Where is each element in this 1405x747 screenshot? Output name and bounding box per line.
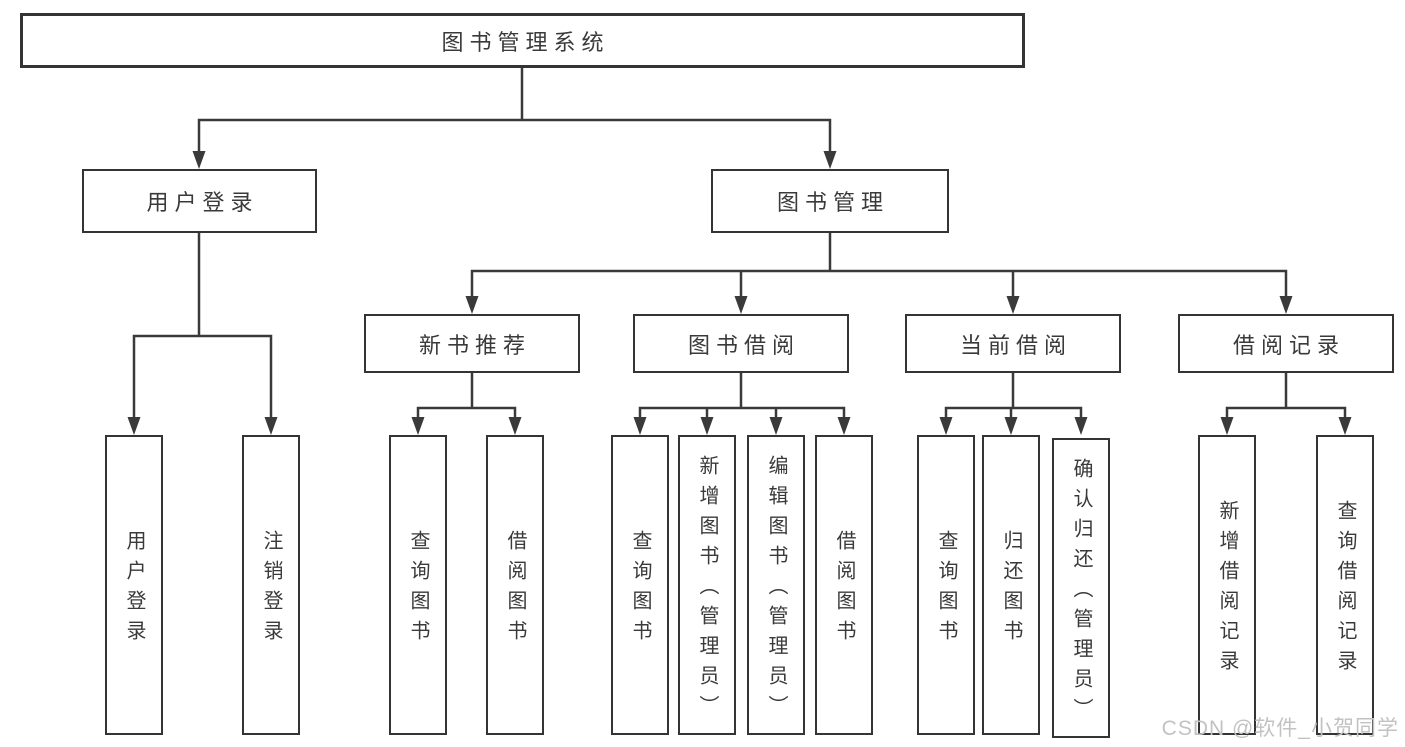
node-current-borrow-label: 当前借阅 [959,332,1072,358]
leaf-confirm-return-admin: 确认归还（管理员） [1052,438,1110,738]
leaf-query-book-borrow-label: 查询图书 [629,530,651,650]
leaf-query-book-current-label: 查询图书 [935,530,957,650]
leaf-logout: 注销登录 [242,435,300,735]
node-borrow-records-label: 借阅记录 [1232,332,1345,358]
node-new-book-recommend: 新书推荐 [364,314,580,373]
leaf-add-book-admin: 新增图书（管理员） [678,435,736,735]
leaf-query-book-borrow: 查询图书 [611,435,669,735]
leaf-logout-label: 注销登录 [260,530,282,650]
watermark-text: CSDN @软件_小贺同学 [1161,717,1399,740]
leaf-query-borrow-record-label: 查询借阅记录 [1334,500,1356,680]
leaf-edit-book-admin-label: 编辑图书（管理员） [765,455,787,725]
connector-currentborrow-to-leaves [944,371,1083,420]
connector-mgmt-to-level3 [470,231,1288,299]
leaf-query-borrow-record: 查询借阅记录 [1316,435,1374,735]
node-book-borrow-label: 图书借阅 [687,332,800,358]
node-user-login-label: 用户登录 [146,190,259,215]
leaf-query-book-current: 查询图书 [917,435,975,735]
connector-root-to-level2 [197,66,832,154]
leaf-edit-book-admin: 编辑图书（管理员） [747,435,805,735]
node-root: 图书管理系统 [20,13,1025,68]
leaf-confirm-return-admin-label: 确认归还（管理员） [1070,458,1092,728]
node-book-management-label: 图书管理 [776,190,889,215]
leaf-user-login-label: 用户登录 [123,530,145,650]
node-current-borrow: 当前借阅 [905,314,1121,373]
leaf-borrow-book-recommend: 借阅图书 [486,435,544,735]
node-root-label: 图书管理系统 [441,29,610,55]
leaf-return-book-label: 归还图书 [1000,530,1022,650]
leaf-add-borrow-record: 新增借阅记录 [1198,435,1256,735]
leaf-return-book: 归还图书 [982,435,1040,735]
connector-bookborrow-to-leaves [638,371,846,420]
leaf-add-borrow-record-label: 新增借阅记录 [1216,500,1238,680]
node-book-management: 图书管理 [711,169,949,233]
leaf-query-book-recommend-label: 查询图书 [407,530,429,650]
connector-login-to-leaves [132,231,273,420]
connector-records-to-leaves [1225,371,1347,420]
leaf-borrow-book-recommend-label: 借阅图书 [504,530,526,650]
leaf-borrow-book-borrow: 借阅图书 [815,435,873,735]
leaf-borrow-book-borrow-label: 借阅图书 [833,530,855,650]
connector-newbook-to-leaves [416,371,517,420]
node-book-borrow: 图书借阅 [633,314,849,373]
node-new-book-recommend-label: 新书推荐 [418,332,531,358]
leaf-query-book-recommend: 查询图书 [389,435,447,735]
leaf-add-book-admin-label: 新增图书（管理员） [696,455,718,725]
leaf-user-login: 用户登录 [105,435,163,735]
node-user-login: 用户登录 [82,169,317,233]
node-borrow-records: 借阅记录 [1178,314,1394,373]
